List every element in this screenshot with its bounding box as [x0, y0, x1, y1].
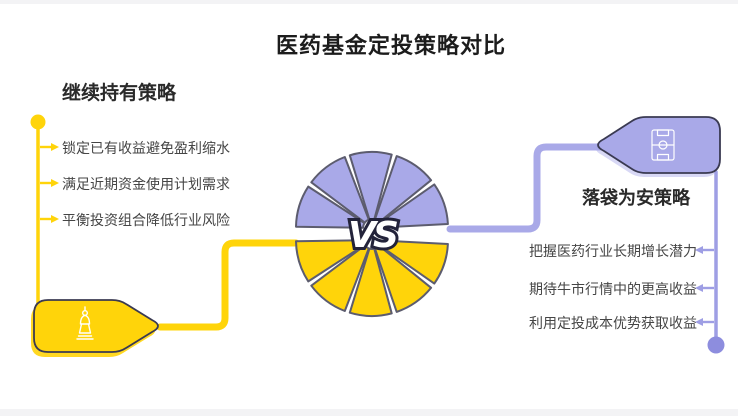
left-bullet-1: 锁定已有收益避免盈利缩水 [62, 140, 230, 156]
left-timeline-dot [30, 114, 46, 130]
left-tick-arrow-icon [51, 179, 59, 187]
tactics-board-icon [651, 129, 675, 161]
left-tick-arrow-icon [51, 143, 59, 151]
left-timeline [30, 114, 59, 310]
right-tick-arrow-icon [695, 318, 703, 326]
right-tick-arrow-icon [695, 246, 703, 254]
right-strategy-badge [596, 116, 721, 177]
right-strategy-heading: 落袋为安策略 [582, 188, 690, 208]
flower-bottom-half [295, 239, 449, 317]
right-bullet-1: 把握医药行业长期增长潜力 [529, 243, 697, 259]
right-bullet-3: 利用定投成本优势获取收益 [529, 315, 697, 331]
left-bullet-2: 满足近期资金使用计划需求 [62, 176, 230, 192]
left-strategy-heading: 继续持有策略 [62, 83, 177, 104]
flower-top-half [295, 151, 449, 229]
right-timeline-dot [707, 336, 725, 354]
right-bullet-2: 期待牛市行情中的更高收益 [529, 281, 697, 297]
top-edge-strip [0, 0, 738, 4]
bottom-edge-strip [0, 409, 738, 416]
flower-split-graphic: VS [295, 151, 449, 317]
chess-piece-icon [76, 306, 94, 340]
purple-connector-line [446, 143, 604, 233]
vs-emblem: VS [348, 215, 397, 256]
left-strategy-badge [31, 299, 159, 357]
right-timeline [695, 170, 725, 354]
left-tick-arrow-icon [51, 215, 59, 223]
right-tick-arrow-icon [695, 284, 703, 292]
yellow-connector-line [156, 239, 300, 331]
left-bullet-3: 平衡投资组合降低行业风险 [62, 212, 230, 228]
page-title: 医药基金定投策略对比 [275, 33, 506, 58]
